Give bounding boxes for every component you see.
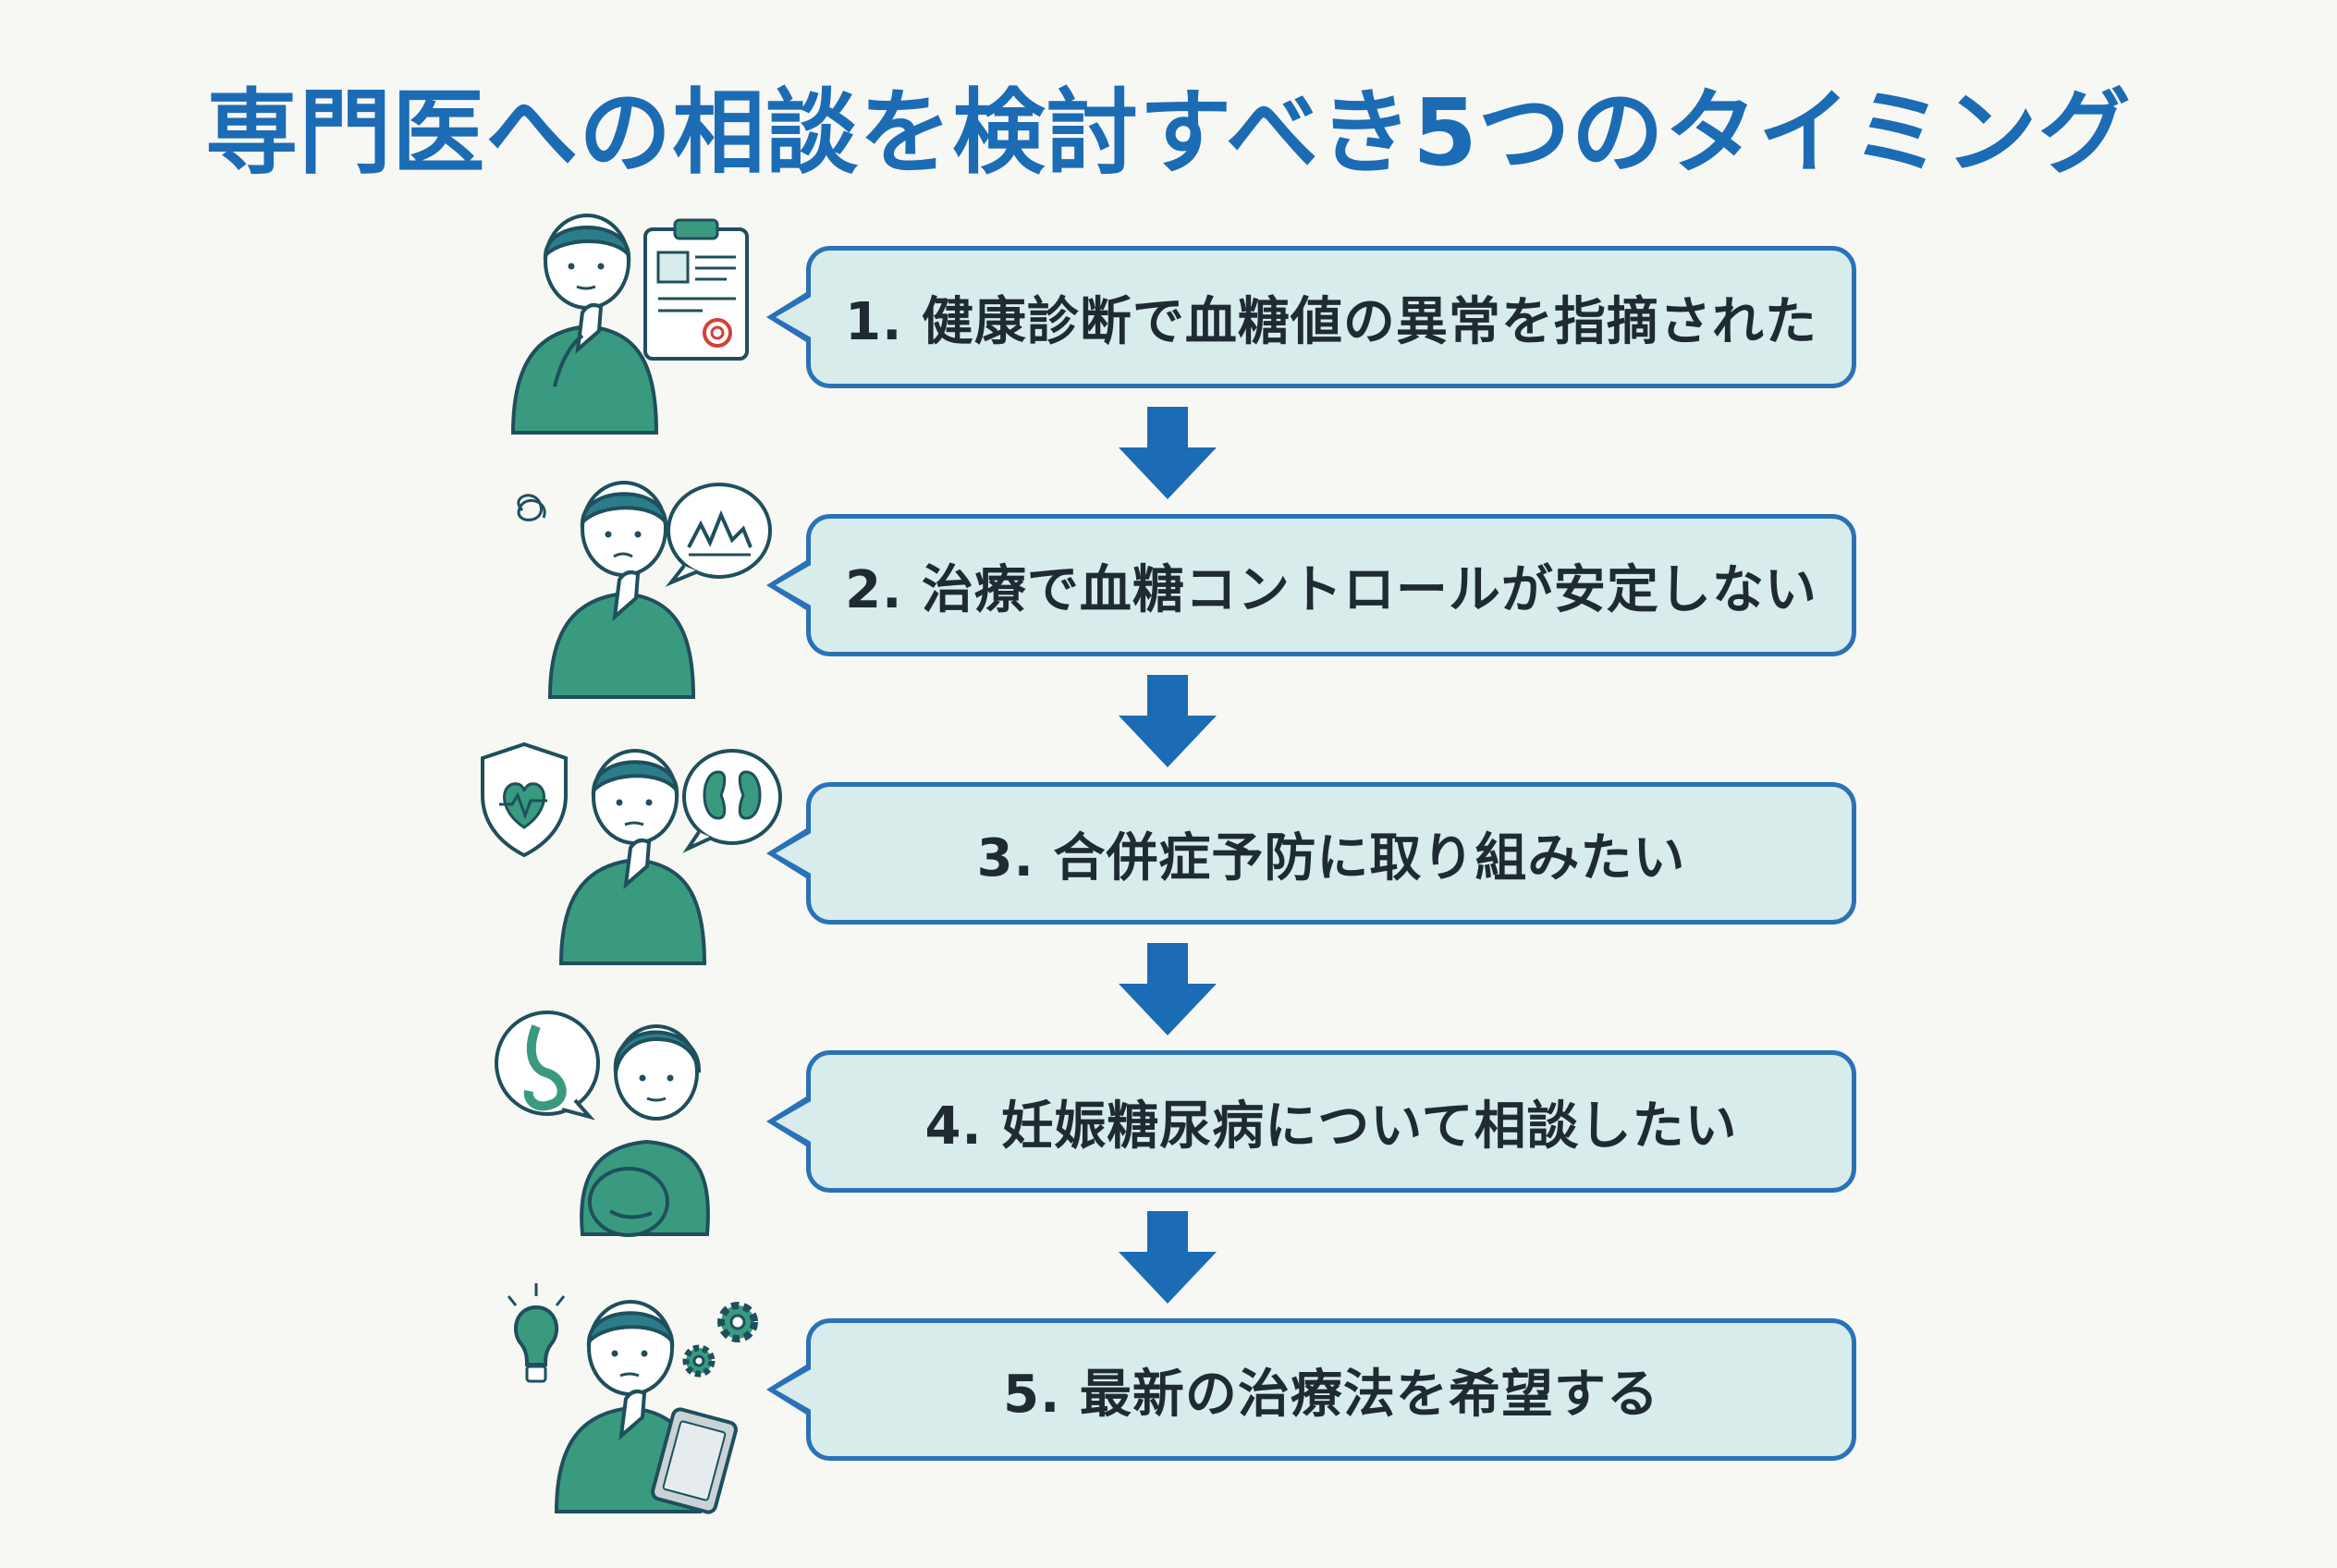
step-3-box: 3. 合併症予防に取り組みたい	[766, 782, 1856, 925]
kidney-bubble-icon	[682, 749, 782, 853]
page-title: 専門医への相談を検討すべき5つのタイミング	[205, 79, 2132, 187]
step-3-label: 3. 合併症予防に取り組みたい	[976, 827, 1686, 888]
illustration-checkup	[510, 214, 749, 435]
down-arrow-icon	[1119, 407, 1217, 499]
step-5-box: 5. 最新の治療法を希望する	[766, 1318, 1856, 1461]
step-1-label: 1. 健康診断で血糖値の異常を指摘された	[845, 291, 1817, 352]
tablet-icon	[651, 1407, 738, 1514]
step-4-box: 4. 妊娠糖尿病について相談したい	[766, 1050, 1856, 1193]
down-arrow-icon	[1119, 1211, 1217, 1304]
illustration-new-treatment	[507, 1283, 758, 1514]
step-2-label: 2. 治療で血糖コントロールが安定しない	[845, 559, 1817, 620]
step-2-box: 2. 治療で血糖コントロールが安定しない	[766, 514, 1856, 656]
illustration-control	[517, 481, 772, 699]
step-4-label: 4. 妊娠糖尿病について相談したい	[924, 1096, 1738, 1157]
lightbulb-icon	[507, 1283, 566, 1383]
illustration-prevention	[481, 741, 782, 965]
pregnancy-bubble-icon	[495, 1011, 600, 1121]
down-arrow-icon	[1119, 943, 1217, 1035]
illustration-pregnancy	[495, 1011, 710, 1237]
heart-shield-icon	[481, 741, 568, 858]
gears-icon	[682, 1302, 758, 1378]
line-chart-bubble-icon	[665, 483, 772, 587]
step-5-label: 5. 最新の治療法を希望する	[1003, 1364, 1659, 1425]
down-arrow-icon	[1119, 675, 1217, 767]
worry-scribble-icon	[517, 494, 546, 521]
person-worried-icon	[547, 481, 696, 699]
step-1-box: 1. 健康診断で血糖値の異常を指摘された	[766, 246, 1856, 388]
person-thinking-icon	[558, 749, 707, 965]
pregnant-woman-icon	[580, 1024, 710, 1237]
person-thinking-icon	[510, 214, 659, 435]
clipboard-report-icon	[643, 218, 749, 361]
